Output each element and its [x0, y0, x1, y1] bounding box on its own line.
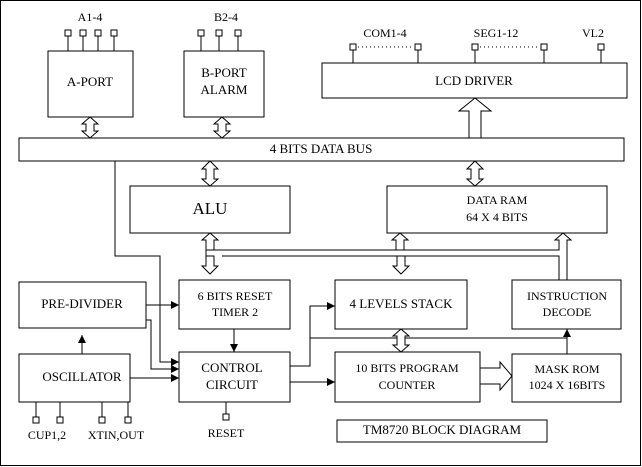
oscillator-box: [18, 353, 131, 403]
reset-timer-box: [178, 279, 291, 330]
arrow-heads: [78, 301, 571, 386]
reset-timer-label-1: 6 BITS RESET: [198, 289, 273, 303]
a-port-pins: [64, 29, 118, 51]
data-ram-box: [386, 185, 608, 234]
lcd-pins: [349, 43, 605, 63]
title-box: [336, 419, 548, 443]
bus-arrows: [80, 97, 573, 392]
cup-pin-label: CUP1,2: [28, 428, 66, 442]
program-counter-label-1: 10 BITS PROGRAM: [355, 361, 459, 375]
instruction-decode-label-1: INSTRUCTION: [527, 289, 607, 303]
data-bus-label: 4 BITS DATA BUS: [270, 141, 373, 156]
b-port-pin-label: B2-4: [214, 10, 238, 24]
pre-divider-label: PRE-DIVIDER: [41, 296, 123, 311]
program-counter-label-2: COUNTER: [379, 378, 436, 392]
b-port-box: [183, 50, 265, 118]
a-port-box: [47, 50, 134, 118]
seg-pin-label: SEG1-12: [474, 26, 519, 40]
stack-box: [334, 279, 468, 330]
instruction-decode-box: [511, 279, 622, 330]
data-bus-box: [18, 137, 625, 162]
control-circuit-label-1: CONTROL: [201, 360, 262, 375]
data-ram-label-1: DATA RAM: [467, 193, 528, 207]
pre-divider-box: [18, 281, 147, 329]
diagram-title: TM8720 BLOCK DIAGRAM: [363, 422, 522, 437]
stack-label: 4 LEVELS STACK: [350, 296, 454, 311]
lcd-driver-label: LCD DRIVER: [435, 73, 513, 88]
oscillator-label: OSCILLATOR: [42, 369, 122, 384]
program-counter-box: [334, 351, 481, 403]
a-port-label: A-PORT: [67, 74, 113, 89]
alu-label: ALU: [193, 199, 228, 218]
data-ram-label-2: 64 X 4 BITS: [466, 210, 528, 224]
bottom-pin-boxes: [32, 413, 230, 424]
b-port-label-2: ALARM: [201, 82, 248, 97]
mask-rom-label-1: MASK ROM: [534, 362, 599, 376]
alu-box: [129, 185, 291, 234]
instruction-decode-label-2: DECODE: [543, 305, 592, 319]
reset-pin-label: RESET: [208, 426, 245, 440]
control-circuit-label-2: CIRCUIT: [206, 377, 258, 392]
control-circuit-box: [178, 351, 291, 403]
xtin-pin-label: XTIN,OUT: [88, 428, 145, 442]
reset-timer-label-2: TIMER 2: [212, 305, 258, 319]
b-port-pins: [197, 29, 242, 51]
mask-rom-label-2: 1024 X 16BITS: [529, 378, 606, 392]
vl-pin-label: VL2: [582, 26, 604, 40]
mask-rom-box: [511, 353, 622, 403]
b-port-label-1: B-PORT: [201, 65, 247, 80]
lcd-driver-box: [321, 62, 628, 99]
a-port-pin-label: A1-4: [78, 10, 103, 24]
com-pin-label: COM1-4: [363, 26, 406, 40]
